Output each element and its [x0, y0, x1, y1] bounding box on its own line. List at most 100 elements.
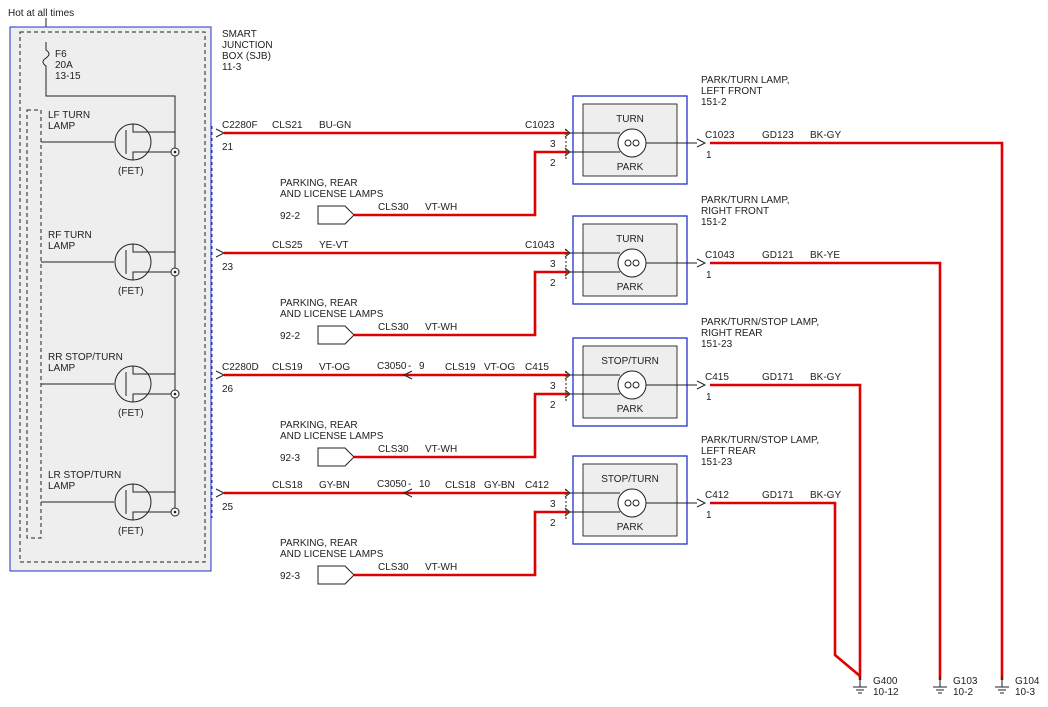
- park-source-line: PARKING, REAR: [280, 298, 358, 309]
- lamp-title-line: PARK/TURN/STOP LAMP,: [701, 317, 819, 328]
- ground-circuit-label: GD171: [762, 372, 794, 383]
- sjb-pin-label: 26: [222, 384, 234, 395]
- turn-pin-label: 3: [550, 381, 556, 392]
- wire-color-label: VT-OG: [319, 362, 350, 373]
- turn-pin-label: 3: [550, 139, 556, 150]
- lamp-bottom-label: PARK: [617, 404, 644, 415]
- bulb-icon: [617, 128, 647, 158]
- fet-label-line: LAMP: [48, 363, 76, 374]
- inline-dash-text: -: [408, 361, 411, 372]
- bulb-filament: [624, 499, 632, 507]
- ground-connector-label: C412: [705, 490, 729, 501]
- bulb-icon: [617, 488, 647, 518]
- wire-color-label: BU-GN: [319, 120, 351, 131]
- fet-label-line: LR STOP/TURN: [48, 470, 121, 481]
- park-circuit-label: CLS30: [378, 202, 409, 213]
- lamp-bottom-label: PARK: [617, 522, 644, 533]
- lamp-title-line: 151-23: [701, 457, 733, 468]
- lamp-bottom-label: PARK: [617, 162, 644, 173]
- lamp-title-line: RIGHT REAR: [701, 328, 763, 339]
- sjb-connector-arrow: [215, 248, 226, 258]
- fet-drain: [132, 244, 148, 253]
- bulb-icon: [617, 248, 647, 278]
- lamp-top-label: TURN: [616, 234, 644, 245]
- lamp-top-label: STOP/TURN: [601, 474, 659, 485]
- inline-dash-text: -: [408, 479, 411, 490]
- ground-pin-label: 1: [706, 150, 712, 161]
- lamp-top-label: STOP/TURN: [601, 356, 659, 367]
- sjb-connector-arrow: [215, 128, 226, 138]
- ground-connector-arrow: [696, 258, 707, 268]
- bulb-filament: [624, 381, 632, 389]
- inline-connector-arrow: [402, 370, 413, 380]
- lamp-title-line: RIGHT FRONT: [701, 206, 769, 217]
- park-color-label: VT-WH: [425, 444, 457, 455]
- ground-connector-label: C1023: [705, 130, 735, 141]
- park-pin-label: 2: [550, 400, 556, 411]
- fuse-rating: 20A: [55, 60, 73, 71]
- lamp-top-label: TURN: [616, 114, 644, 125]
- sjb-pin-label: 23: [222, 262, 234, 273]
- lamp-turn-arrow: [564, 370, 571, 380]
- inline-color-label: GY-BN: [484, 480, 515, 491]
- park-source-tag: [317, 565, 355, 585]
- sjb-fet-group-dashed: [26, 109, 42, 539]
- wire-color-label: GY-BN: [319, 480, 350, 491]
- circuit-label: CLS18: [272, 480, 303, 491]
- lamp-title-line: LEFT REAR: [701, 446, 756, 457]
- lamp-park-arrow: [564, 267, 571, 277]
- sjb-connector-label: C2280F: [222, 120, 258, 131]
- bus-junction-dot: [173, 270, 177, 274]
- sjb-title-line: 11-3: [222, 62, 242, 73]
- lamp-title-line: 151-23: [701, 339, 733, 350]
- ground-wire: [710, 501, 861, 677]
- fet-label-line: LF TURN: [48, 110, 90, 121]
- park-color-label: VT-WH: [425, 562, 457, 573]
- bus-junction-dot: [173, 510, 177, 514]
- fet-text: (FET): [118, 286, 144, 297]
- lamp-title-line: PARK/TURN LAMP,: [701, 195, 790, 206]
- ground-wire: [710, 383, 862, 680]
- park-pin-label: 2: [550, 518, 556, 529]
- lamp-title-line: PARK/TURN LAMP,: [701, 75, 790, 86]
- sjb-pin-label: 21: [222, 142, 234, 153]
- ground-pin-label: 1: [706, 392, 712, 403]
- circuit-label: CLS21: [272, 120, 303, 131]
- lamp-title-line: LEFT FRONT: [701, 86, 762, 97]
- ground-circuit-label: GD121: [762, 250, 794, 261]
- inline-circuit-label: CLS19: [445, 362, 476, 373]
- inline-circuit-label: CLS18: [445, 480, 476, 491]
- bus-junction-dot: [173, 150, 177, 154]
- ground-circuit-label: GD171: [762, 490, 794, 501]
- fet-label-line: RR STOP/TURN: [48, 352, 123, 363]
- bulb-filament: [632, 259, 640, 267]
- park-source-ref: 92-2: [280, 211, 300, 222]
- fet-drain: [132, 484, 148, 493]
- inline-pin-label: 10: [419, 479, 431, 490]
- circuit-label: CLS19: [272, 362, 303, 373]
- ground-connector-label: C415: [705, 372, 729, 383]
- lamp-connector-label: C415: [525, 362, 549, 373]
- ground-connector-arrow: [696, 138, 707, 148]
- fet-text: (FET): [118, 166, 144, 177]
- circuit-label: CLS25: [272, 240, 303, 251]
- fuse-f6: F6 20A 13-15: [42, 42, 81, 82]
- park-pin-label: 2: [550, 158, 556, 169]
- park-color-label: VT-WH: [425, 202, 457, 213]
- lamp-connector-label: C1043: [525, 240, 555, 251]
- ground-connector-arrow: [696, 498, 707, 508]
- ground-wire: [710, 141, 1004, 680]
- fet-label-line: RF TURN: [48, 230, 92, 241]
- inline-color-label: VT-OG: [484, 362, 515, 373]
- fuse-ref: 13-15: [55, 71, 81, 82]
- fet-label-line: LAMP: [48, 121, 76, 132]
- bulb-filament: [632, 139, 640, 147]
- park-wire: [354, 510, 568, 577]
- fet-source: [132, 393, 151, 402]
- ground-connector-label: C1043: [705, 250, 735, 261]
- inline-connector-label: C3050: [377, 479, 407, 490]
- turn-pin-label: 3: [550, 259, 556, 270]
